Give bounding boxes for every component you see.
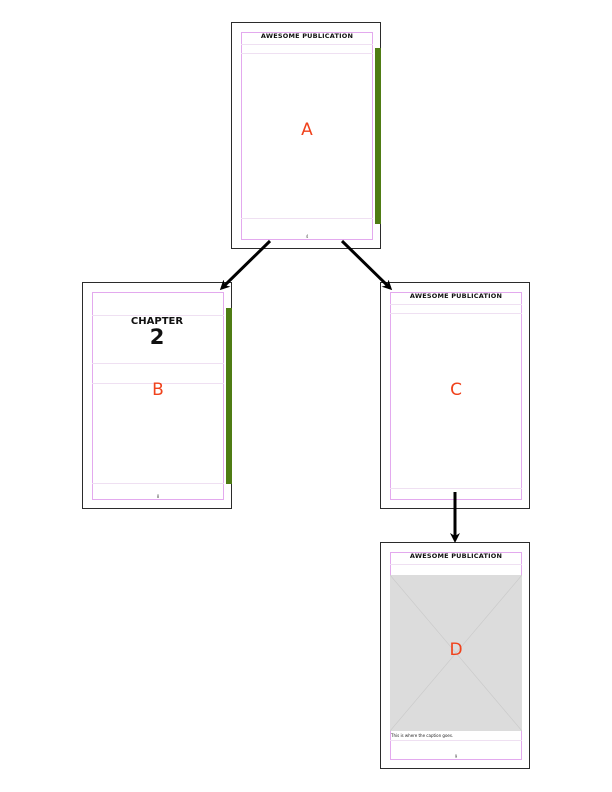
page-d-guide-line <box>390 564 522 565</box>
page-b-tab <box>226 308 232 484</box>
page-d-label: D <box>449 640 463 660</box>
chapter-label: CHAPTER <box>130 316 184 327</box>
page-a: AWESOME PUBLICATION A 4 <box>231 22 381 249</box>
image-placeholder-cross <box>389 574 523 732</box>
page-d-header: AWESOME PUBLICATION <box>409 552 503 560</box>
page-b-folio: 8 <box>156 494 160 499</box>
page-c-guide-line <box>390 313 522 314</box>
page-b-guide-line <box>92 383 224 384</box>
page-a-guide-line <box>241 53 373 54</box>
page-d-guide-line <box>390 740 522 741</box>
page-b-guide-line <box>92 315 224 316</box>
page-d: AWESOME PUBLICATION D This is where the … <box>380 542 530 769</box>
page-a-margin <box>241 32 373 240</box>
page-b-guide-line <box>92 363 224 364</box>
arrow-a-to-c <box>340 239 393 291</box>
page-a-guide-line <box>241 44 373 45</box>
page-a-tab <box>375 48 381 224</box>
page-a-header: AWESOME PUBLICATION <box>260 32 354 40</box>
page-c-header: AWESOME PUBLICATION <box>409 292 503 300</box>
page-c-guide-line <box>390 304 522 305</box>
page-d-folio: 9 <box>454 754 458 759</box>
page-b-guide-line <box>92 483 224 484</box>
image-placeholder <box>389 574 523 732</box>
page-b-label: B <box>152 380 164 400</box>
page-c-label: C <box>450 380 462 400</box>
page-a-folio: 4 <box>305 234 309 239</box>
chapter-number: 2 <box>149 325 165 349</box>
page-a-label: A <box>301 120 313 140</box>
page-b-margin <box>92 292 224 500</box>
page-c-guide-line <box>390 488 522 489</box>
page-b: CHAPTER 2 B 8 <box>82 282 232 509</box>
image-caption: This is where the caption goes. <box>391 733 454 738</box>
arrow-a-to-b <box>219 239 272 291</box>
page-a-guide-line <box>241 218 373 219</box>
